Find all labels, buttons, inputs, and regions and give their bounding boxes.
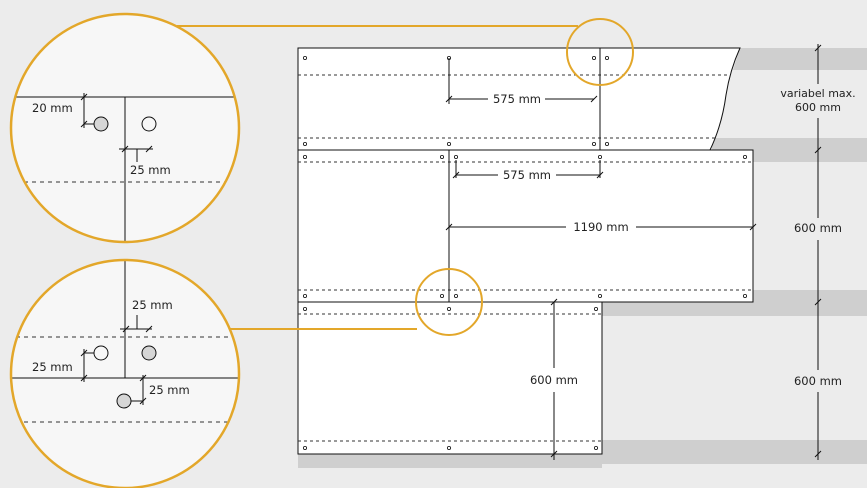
zoom-top-label-20: 20 mm xyxy=(32,101,73,115)
dim-top-575: 575 mm xyxy=(493,92,541,106)
dim-bottom-600: 600 mm xyxy=(530,373,578,387)
middle-panel-screws xyxy=(302,154,748,298)
right-shadow-bands xyxy=(298,48,867,468)
dimension-lines xyxy=(445,44,822,460)
dim-mid-575: 575 mm xyxy=(503,168,551,182)
bottom-panel xyxy=(297,301,603,455)
top-panel xyxy=(297,47,741,151)
dim-right-600-middle: 600 mm xyxy=(794,221,842,235)
highlight-circle-middle xyxy=(415,268,483,336)
zoom-top-label-25: 25 mm xyxy=(130,163,171,177)
zoom-detail-top: 20 mm 25 mm xyxy=(9,12,241,244)
dimension-labels: 575 mm 575 mm 1190 mm 600 mm variabel ma… xyxy=(493,87,856,388)
highlight-circle-top xyxy=(566,18,634,86)
zoom-connectors xyxy=(177,25,578,330)
zoom-bottom-label-25-left: 25 mm xyxy=(32,360,73,374)
dim-right-variable-2: 600 mm xyxy=(795,101,841,114)
dim-right-600-bottom: 600 mm xyxy=(794,374,842,388)
zoom-bottom-label-25-top: 25 mm xyxy=(132,298,173,312)
bottom-panel-screws xyxy=(302,306,599,450)
top-panel-screws xyxy=(302,56,610,146)
dim-1190: 1190 mm xyxy=(573,220,628,234)
dim-right-variable-1: variabel max. xyxy=(780,87,855,100)
zoom-bottom-label-25-bottom: 25 mm xyxy=(149,383,190,397)
zoom-detail-bottom: 25 mm 25 mm 25 mm xyxy=(9,258,241,488)
